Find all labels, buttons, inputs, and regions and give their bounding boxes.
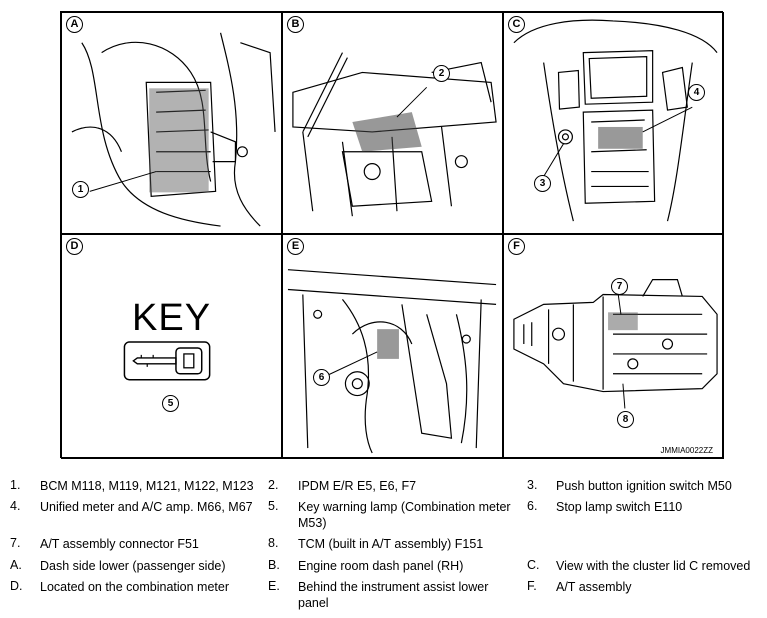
legend-number: 7. [10, 536, 21, 550]
panel-letter: D [66, 238, 83, 255]
legend-text: Located on the combination meter [40, 580, 230, 594]
legend-text: Dash side lower (passenger side) [40, 559, 226, 573]
legend-number: 6. [527, 499, 538, 513]
panel-b: B 2 [282, 12, 503, 234]
figure-code: JMMIA0022ZZ [660, 446, 713, 455]
legend-text: Unified meter and A/C amp. M66, M67 [40, 500, 253, 514]
callout-1: 1 [72, 181, 89, 198]
panel-letter: C [508, 16, 525, 33]
panel-f: F 7 8 JMMIA0022ZZ [503, 234, 724, 459]
legend-text: Stop lamp switch E110 [556, 500, 683, 514]
legend-text: TCM (built in A/T assembly) F151 [298, 537, 484, 551]
panel-letter: A [66, 16, 83, 33]
key-warning-icon [123, 341, 211, 381]
at-assembly-illustration [513, 279, 718, 409]
legend-text: BCM M118, M119, M121, M122, M123 [40, 479, 254, 493]
legend-letter: A. [10, 558, 22, 572]
panel-c: C 3 4 [503, 12, 724, 234]
legend-number: 5. [268, 499, 279, 513]
legend-text: A/T assembly connector F51 [40, 537, 199, 551]
panel-letter: E [287, 238, 304, 255]
callout-8: 8 [617, 411, 634, 428]
legend-number: 8. [268, 536, 279, 550]
legend-number: 2. [268, 478, 279, 492]
panel-d: D KEY 5 [61, 234, 282, 459]
callout-2: 2 [433, 65, 450, 82]
legend-letter: D. [10, 579, 23, 593]
legend-text: Push button ignition switch M50 [556, 479, 732, 493]
panel-letter: B [287, 16, 304, 33]
callout-6: 6 [313, 369, 330, 386]
panel-letter: F [508, 238, 525, 255]
legend-text: Behind the instrument assist lower panel [298, 580, 489, 610]
legend-letter: C. [527, 558, 540, 572]
legend-letter: F. [527, 579, 537, 593]
callout-5: 5 [162, 395, 179, 412]
key-warning-text: KEY [132, 297, 212, 339]
component-location-figure: A 1 B [60, 11, 724, 459]
panel-e: E 6 [282, 234, 503, 459]
callout-7: 7 [611, 278, 628, 295]
legend-letter: E. [268, 579, 280, 593]
legend-text: IPDM E/R E5, E6, F7 [298, 479, 417, 493]
cluster-illustration [513, 19, 718, 222]
legend-number: 4. [10, 499, 21, 513]
legend-text: A/T assembly [556, 580, 632, 594]
legend-number: 3. [527, 478, 538, 492]
callout-4: 4 [688, 84, 705, 101]
bcm-illustration [71, 32, 276, 227]
panel-a: A 1 [61, 12, 282, 234]
legend-text: Engine room dash panel (RH) [298, 559, 464, 573]
ipdm-illustration [292, 52, 497, 217]
legend-number: 1. [10, 478, 21, 492]
legend-text: Key warning lamp (Combination meter M53) [298, 500, 511, 530]
callout-3: 3 [534, 175, 551, 192]
legend-letter: B. [268, 558, 280, 572]
legend-text: View with the cluster lid C removed [556, 559, 751, 573]
stop-lamp-switch-illustration [287, 269, 497, 454]
